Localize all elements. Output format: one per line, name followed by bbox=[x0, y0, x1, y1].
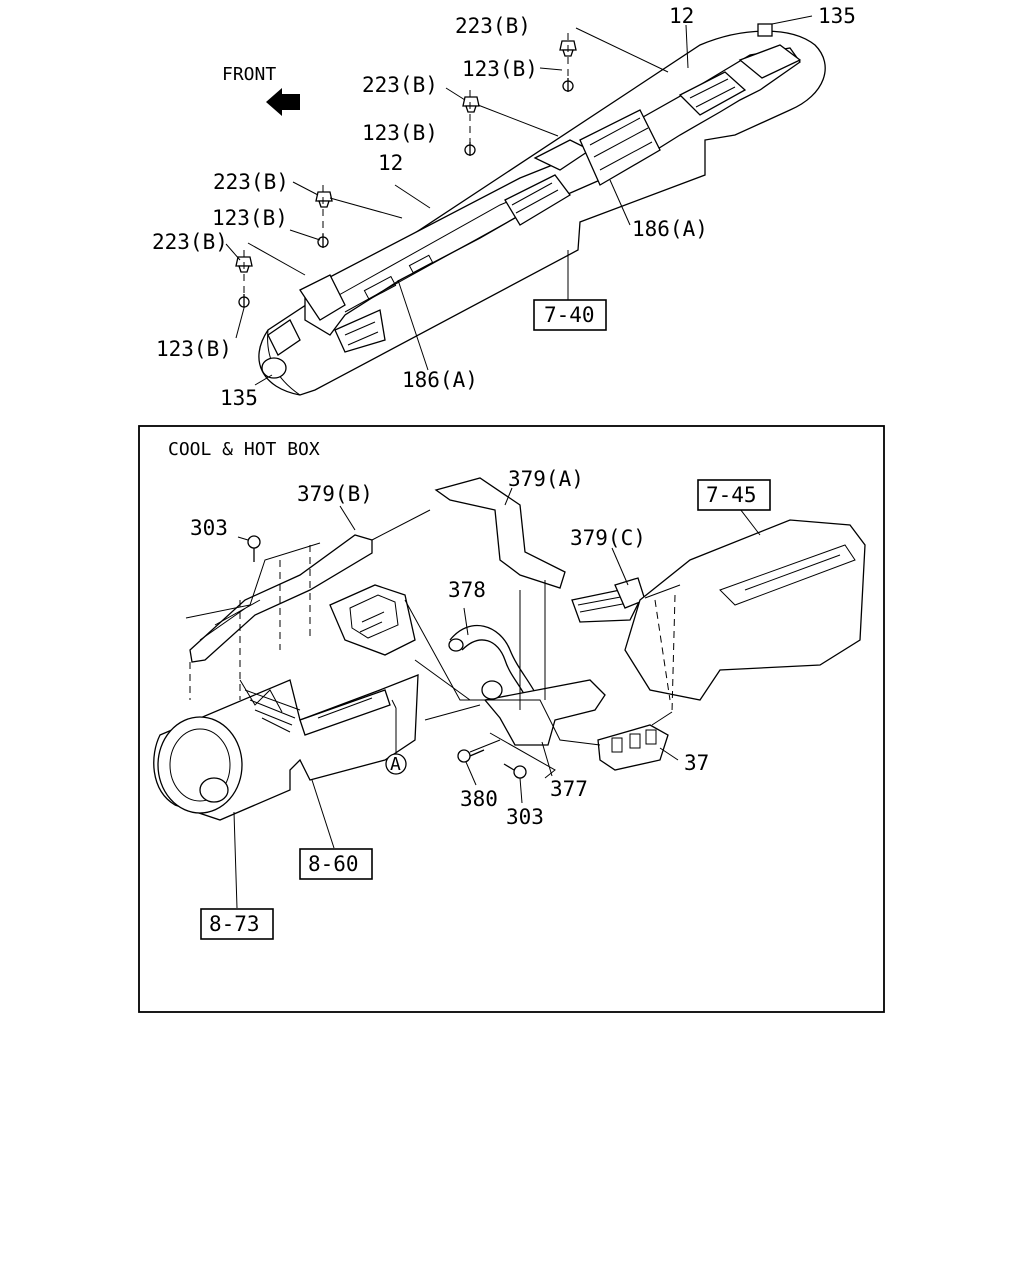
label-377: 377 bbox=[550, 777, 588, 801]
label-379b: 379(B) bbox=[297, 482, 373, 506]
label-378: 378 bbox=[448, 578, 486, 602]
front-arrow-icon bbox=[266, 88, 300, 116]
cool-hot-box-frame bbox=[138, 425, 885, 1013]
label-186a-b: 186(A) bbox=[402, 368, 478, 392]
label-223b-1: 223(B) bbox=[455, 14, 531, 38]
cool-hot-box-assembly: A bbox=[153, 477, 866, 909]
label-223b-2: 223(B) bbox=[362, 73, 438, 97]
ref-box-8-73 bbox=[200, 908, 274, 940]
clip-123b-1 bbox=[562, 78, 574, 92]
center-vent-left bbox=[504, 174, 571, 226]
label-135-b: 135 bbox=[220, 386, 258, 410]
label-12-b: 12 bbox=[378, 151, 403, 175]
screw-380 bbox=[457, 749, 485, 763]
label-380: 380 bbox=[460, 787, 498, 811]
ref-label-7-45: 7-45 bbox=[706, 483, 757, 507]
left-vent bbox=[334, 309, 386, 353]
ref-circle-a-label: A bbox=[390, 754, 401, 775]
clip-123b-4 bbox=[238, 294, 250, 308]
nut-223b-3 bbox=[315, 191, 333, 208]
evaporator-case bbox=[329, 584, 416, 656]
ref-box-7-40 bbox=[533, 299, 607, 331]
label-303-b: 303 bbox=[506, 805, 544, 829]
duct-379a bbox=[434, 477, 566, 589]
label-37: 37 bbox=[684, 751, 709, 775]
label-379a: 379(A) bbox=[508, 467, 584, 491]
ref-box-8-60 bbox=[299, 848, 373, 880]
end-cap-right bbox=[757, 23, 773, 37]
label-135-a: 135 bbox=[818, 4, 856, 28]
connector-377 bbox=[483, 679, 606, 746]
screw-303-a bbox=[247, 535, 261, 562]
duct-assembly-top: FRONT 223(B) 123(B) 223(B) 123(B) 223(B)… bbox=[152, 4, 856, 410]
label-123b-1: 123(B) bbox=[462, 57, 538, 81]
section-title: COOL & HOT BOX bbox=[168, 439, 320, 460]
label-186a-a: 186(A) bbox=[632, 217, 708, 241]
console-7-45 bbox=[624, 519, 866, 701]
clip-123b-3 bbox=[317, 234, 329, 248]
label-123b-3: 123(B) bbox=[212, 206, 288, 230]
label-123b-2: 123(B) bbox=[362, 121, 438, 145]
ref-label-7-40: 7-40 bbox=[544, 303, 595, 327]
ref-label-8-73: 8-73 bbox=[209, 912, 260, 936]
label-379c: 379(C) bbox=[570, 526, 646, 550]
ref-box-7-45 bbox=[697, 479, 771, 511]
center-vent-right bbox=[579, 109, 661, 186]
front-label: FRONT bbox=[222, 64, 276, 85]
blower-housing bbox=[157, 716, 243, 814]
label-223b-3: 223(B) bbox=[213, 170, 289, 194]
nut-223b-2 bbox=[462, 96, 480, 113]
duct-379b bbox=[189, 534, 373, 663]
label-123b-4: 123(B) bbox=[156, 337, 232, 361]
label-303-a: 303 bbox=[190, 516, 228, 540]
end-cap-left bbox=[261, 357, 287, 379]
label-12-a: 12 bbox=[669, 4, 694, 28]
screw-303-b bbox=[503, 763, 527, 779]
ref-label-8-60: 8-60 bbox=[308, 852, 359, 876]
label-223b-4: 223(B) bbox=[152, 230, 228, 254]
